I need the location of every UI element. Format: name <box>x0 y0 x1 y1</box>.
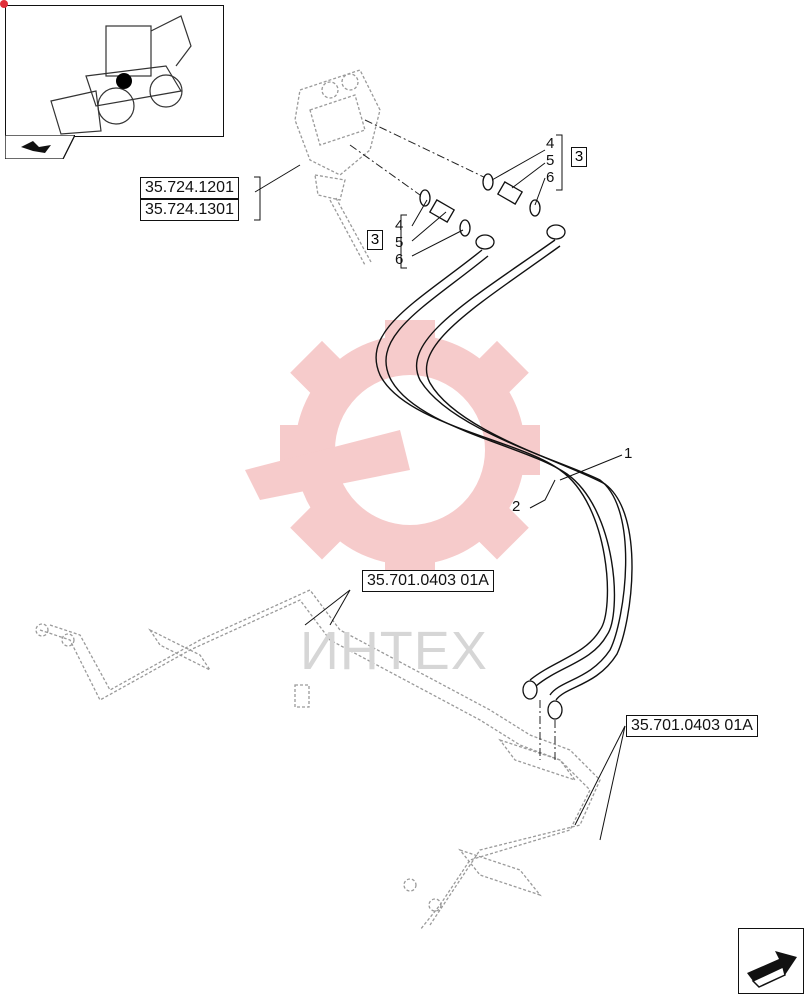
pipe-reference-upper[interactable]: 35.701.0403 01A <box>362 570 494 592</box>
nav-back-arrow-icon[interactable] <box>4 134 77 160</box>
valve-reference-2[interactable]: 35.724.1301 <box>140 199 239 221</box>
right-item-5: 5 <box>546 152 555 169</box>
left-item-6: 6 <box>395 251 404 268</box>
right-item-4: 4 <box>546 135 555 152</box>
valve-reference-1[interactable]: 35.724.1201 <box>140 177 239 199</box>
left-item-4: 4 <box>395 217 404 234</box>
hose-fittings <box>475 224 566 720</box>
phantom-control-valve <box>294 69 381 266</box>
phantom-pipework <box>35 589 601 931</box>
thumbnail-corner-mark <box>0 0 8 8</box>
left-item-5: 5 <box>395 234 404 251</box>
pipe-reference-lower[interactable]: 35.701.0403 01A <box>626 715 758 737</box>
watermark-gear-logo <box>245 320 540 580</box>
watermark-text: ИНТЕХ <box>300 621 488 681</box>
hose-1-label: 1 <box>624 445 633 462</box>
fitting-leader-lines <box>349 119 556 760</box>
machine-thumbnail-panel <box>5 5 224 137</box>
nav-back-tab[interactable] <box>4 134 77 160</box>
machine-thumbnail-icon <box>50 15 192 135</box>
next-page-button[interactable] <box>738 928 804 994</box>
next-page-arrow-icon[interactable] <box>739 929 803 993</box>
item-group-box-left: 3 <box>367 230 383 250</box>
right-item-6: 6 <box>546 169 555 186</box>
hose-1 <box>415 239 633 701</box>
adapter-group-left <box>419 189 471 237</box>
item-group-box-right: 3 <box>571 147 587 167</box>
hose-2 <box>375 249 616 687</box>
item-brackets <box>254 134 563 269</box>
adapter-group-right <box>482 173 541 217</box>
hose-2-label: 2 <box>512 498 521 515</box>
callout-leaders <box>254 149 626 841</box>
